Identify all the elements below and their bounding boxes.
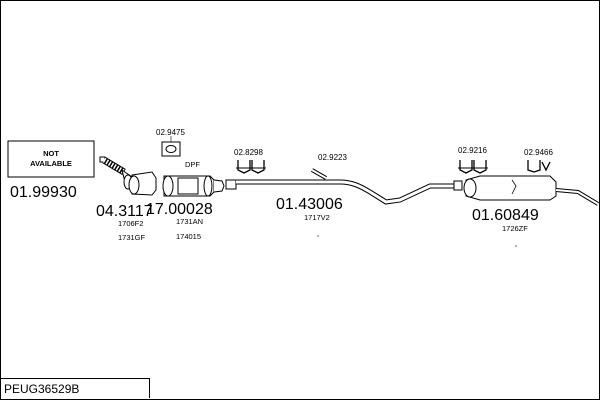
part-number-p3: 17.00028	[146, 201, 213, 218]
accessory-number-a2: 02.8298	[234, 148, 263, 157]
dpf-tag: DPF	[185, 160, 200, 169]
dot-marker-1	[317, 235, 319, 237]
not-available-part[interactable]: NOT AVAILABLE	[7, 140, 95, 178]
accessory-number-a1: 02.9475	[156, 128, 185, 137]
part-ref-p5-1: 1726ZF	[502, 224, 528, 233]
part-ref-p4-1: 1717V2	[304, 213, 330, 222]
mounting-bracket-icon[interactable]	[527, 160, 551, 173]
clamp-icon-rear[interactable]	[458, 160, 488, 174]
clamp-icon[interactable]	[236, 160, 266, 174]
diagram-code: PEUG36529B	[4, 382, 80, 396]
part-number-p1: 01.99930	[10, 184, 77, 201]
rear-silencer[interactable]	[453, 175, 600, 206]
rubber-hanger-icon[interactable]	[311, 168, 327, 180]
part-ref-p2-2: 1731GF	[118, 233, 146, 242]
part-number-p5: 01.60849	[472, 207, 539, 224]
dot-marker-2	[515, 245, 517, 247]
part-number-p4: 01.43006	[276, 196, 343, 213]
part-ref-p3-1: 1731AN	[176, 217, 203, 226]
gasket-icon[interactable]	[161, 141, 181, 157]
diesel-particulate-filter[interactable]	[162, 175, 225, 197]
accessory-number-a3: 02.9223	[318, 153, 347, 162]
diagram-code-box: PEUG36529B	[0, 378, 150, 398]
na-line-2: AVAILABLE	[30, 159, 72, 168]
part-number-p2: 04.3117	[96, 203, 153, 220]
na-line-1: NOT	[43, 149, 59, 158]
centre-pipe[interactable]	[225, 179, 458, 205]
accessory-number-a4: 02.9216	[458, 146, 487, 155]
part-ref-p2-1: 1706F2	[118, 219, 143, 228]
part-ref-p3-2: 174015	[176, 232, 201, 241]
accessory-number-a5: 02.9466	[524, 148, 553, 157]
catalytic-converter[interactable]	[102, 156, 157, 196]
